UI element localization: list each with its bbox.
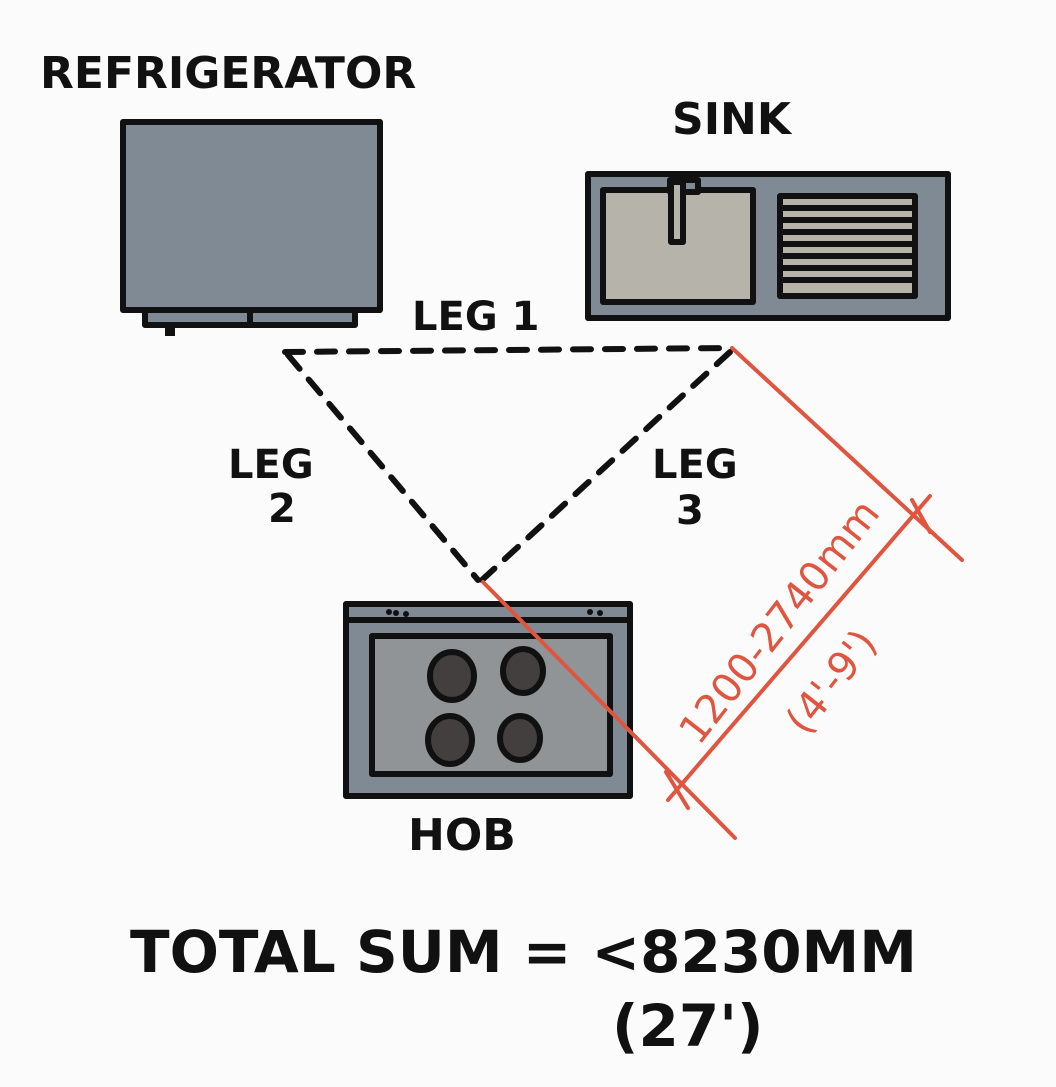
leg-3-number: 3 xyxy=(676,488,704,534)
dimension-annotation xyxy=(481,346,964,840)
leg-1-line xyxy=(282,345,733,355)
total-sum-feet: (27') xyxy=(612,992,764,1060)
refrigerator xyxy=(120,119,383,336)
burner xyxy=(500,646,546,696)
sink xyxy=(585,171,951,321)
hob xyxy=(343,601,633,799)
leg-2-label: LEG xyxy=(228,442,314,488)
burner xyxy=(497,713,543,763)
burner xyxy=(425,713,475,767)
hob-label: HOB xyxy=(408,810,516,861)
leg-2-number: 2 xyxy=(268,486,296,532)
burner xyxy=(427,649,477,703)
total-sum: TOTAL SUM = <8230MM xyxy=(130,918,917,986)
leg-3-line xyxy=(479,349,733,583)
sink-label: SINK xyxy=(672,94,793,145)
leg-2-line xyxy=(285,352,481,583)
work-triangle xyxy=(282,345,733,583)
refrigerator-label: REFRIGERATOR xyxy=(40,48,416,99)
leg-3-label: LEG xyxy=(652,442,738,488)
leg-1-label: LEG 1 xyxy=(412,294,539,340)
drainboard xyxy=(777,193,918,299)
